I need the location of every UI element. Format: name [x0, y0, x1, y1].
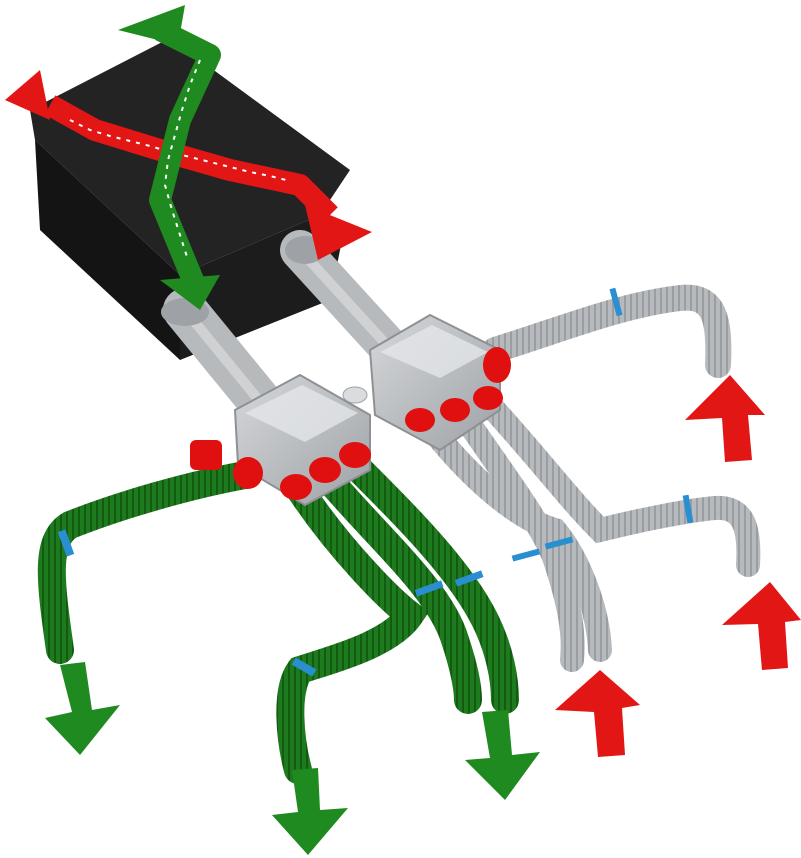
red-cap [190, 440, 222, 470]
red-collar [280, 474, 312, 500]
blue-ring [512, 548, 541, 561]
green-down-arrow [45, 662, 120, 755]
red-up-arrow [555, 670, 640, 757]
supply-hoses [52, 465, 505, 770]
red-collar [440, 398, 470, 422]
green-down-arrow [465, 710, 540, 800]
red-up-arrow [685, 375, 765, 462]
red-collar [473, 386, 503, 410]
red-collar [483, 347, 511, 383]
red-collar [405, 408, 435, 432]
red-up-arrow [722, 582, 801, 670]
supply-hose-1 [52, 475, 245, 650]
green-down-arrow [272, 768, 348, 855]
green-arrow-head [118, 5, 185, 45]
extract-hose-1 [495, 298, 718, 365]
red-arrow-head [5, 70, 50, 120]
extract-inlet-arrows [555, 375, 801, 757]
red-collar [309, 457, 341, 483]
red-collar [233, 457, 263, 489]
extract-hose-2 [490, 405, 748, 565]
red-collar [339, 442, 371, 468]
